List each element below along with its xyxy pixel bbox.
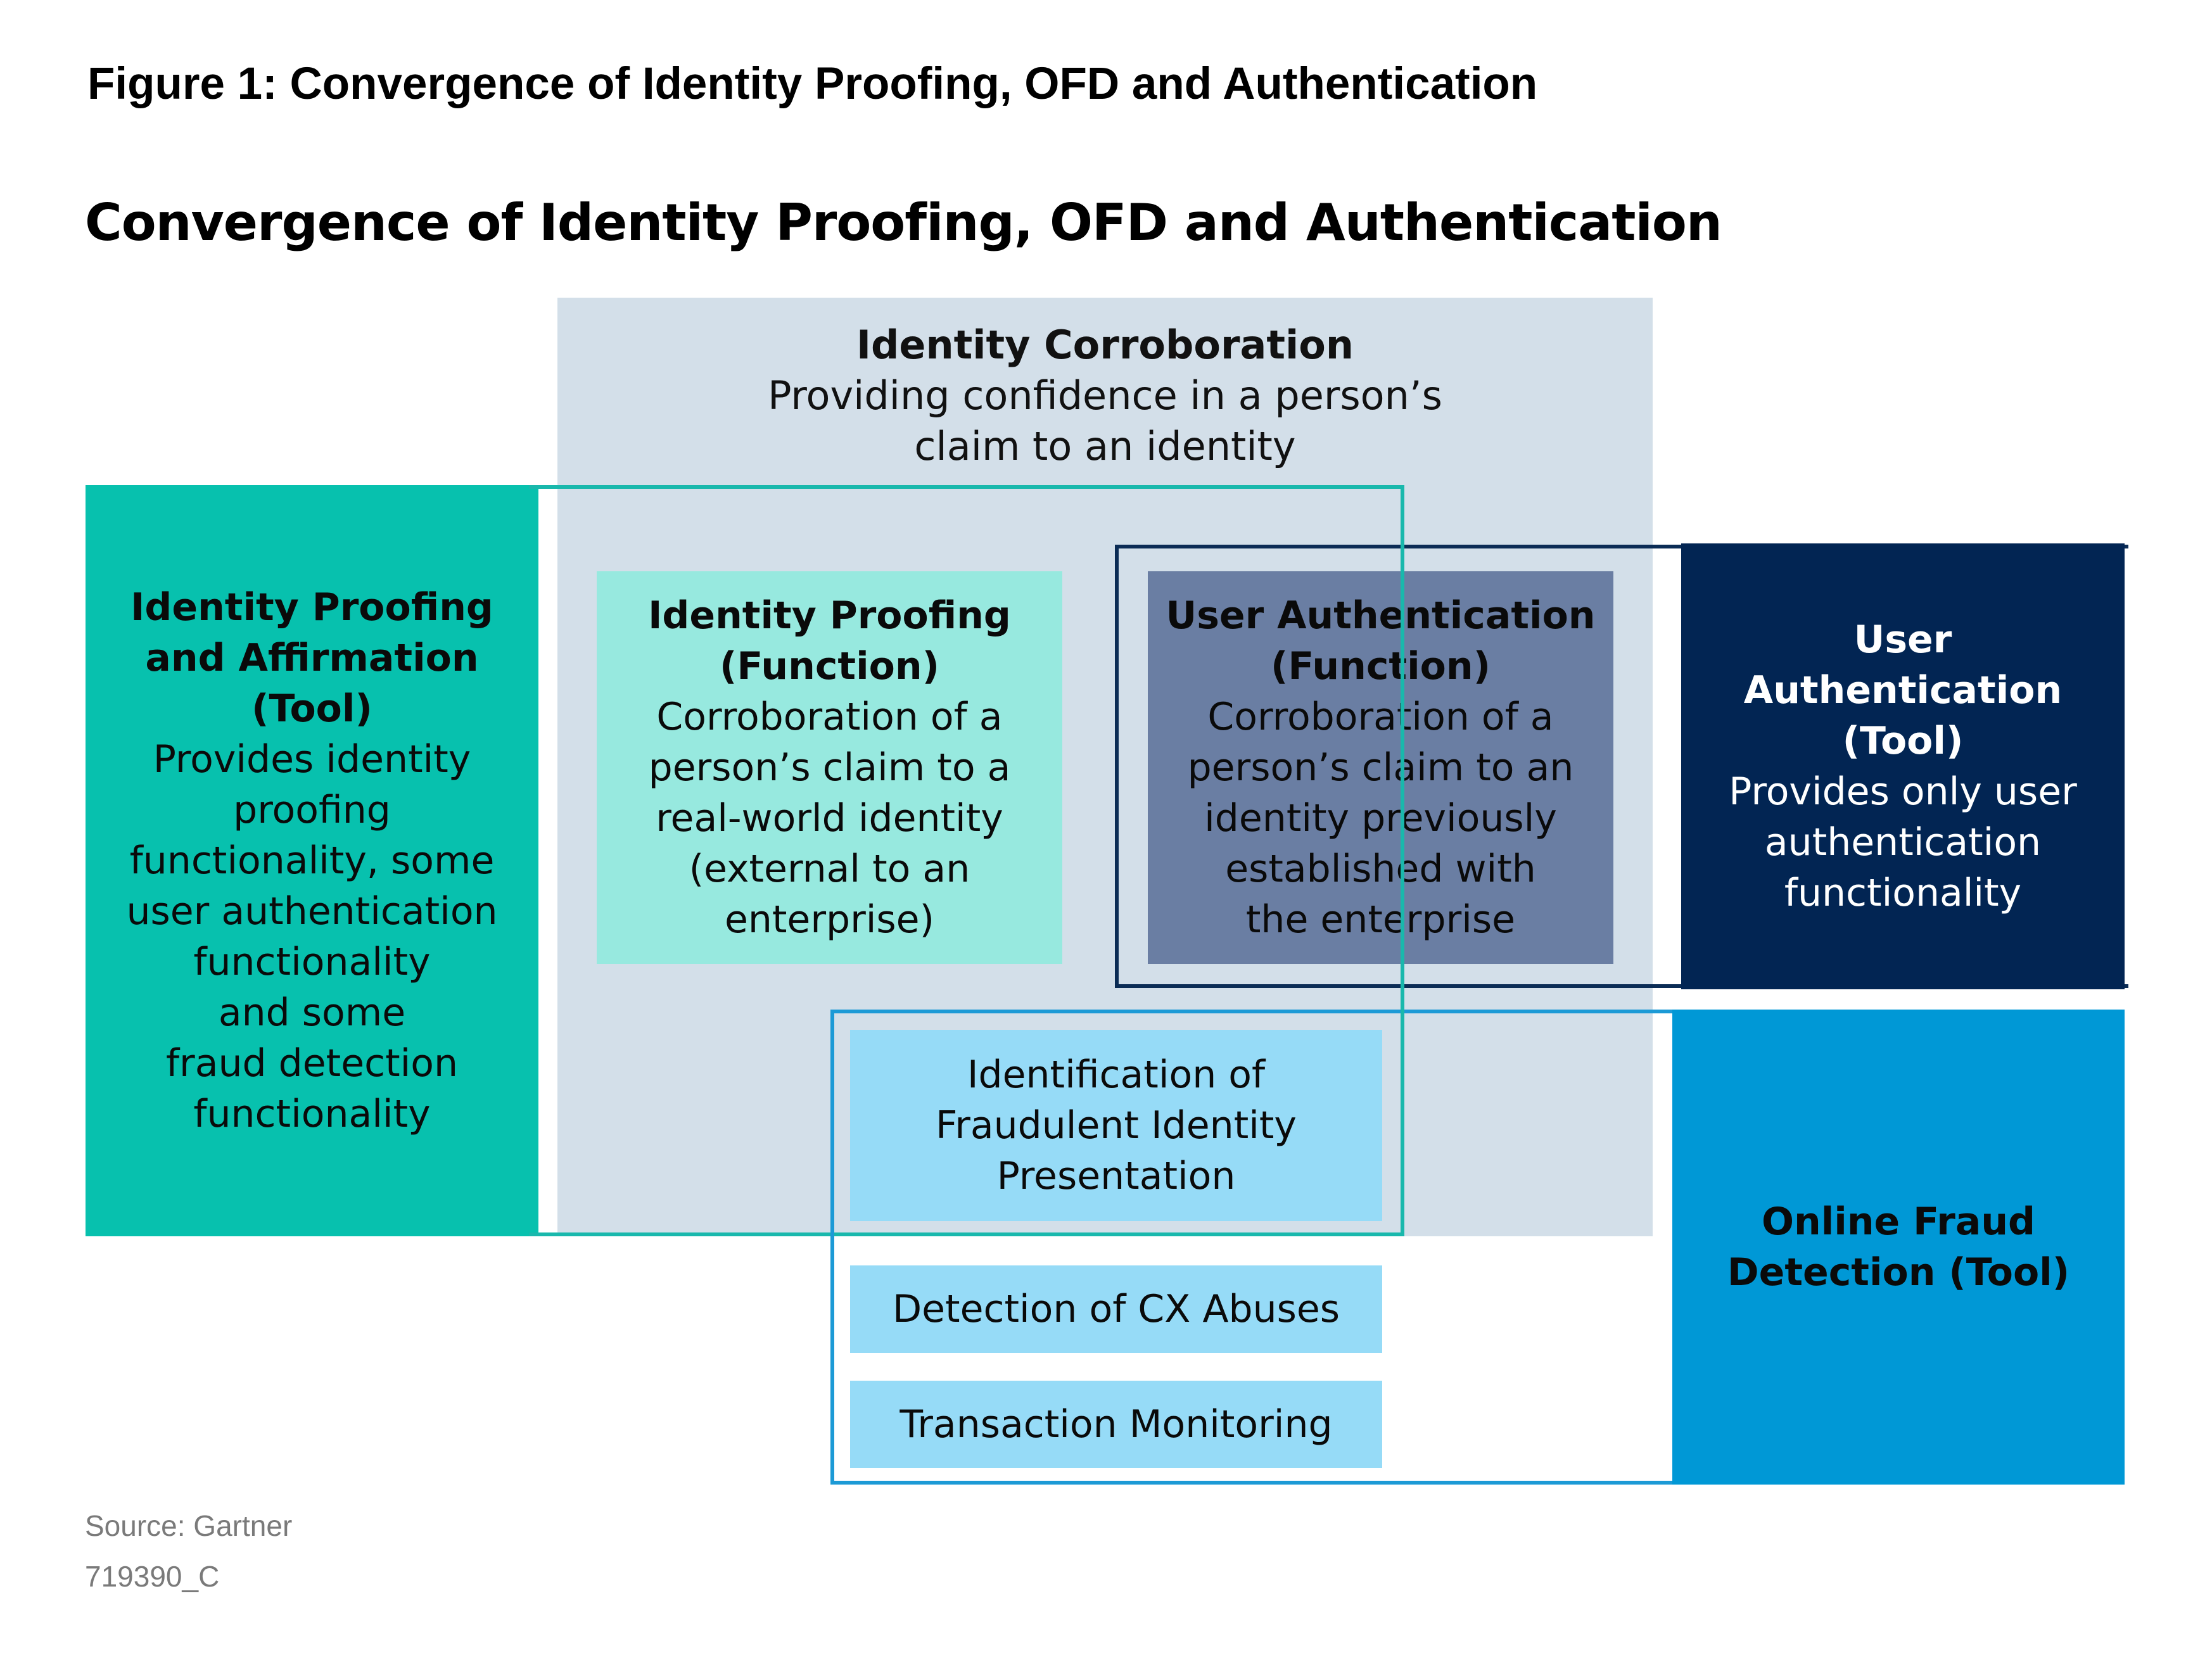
cx-abuses-label: Detection of CX Abuses <box>892 1287 1340 1331</box>
fraudulent-identity-presentation-label: Identification of Fraudulent Identity Pr… <box>936 1053 1297 1198</box>
cx-abuses-box: Detection of CX Abuses <box>850 1265 1382 1353</box>
user-authentication-tool-outline <box>1115 545 2128 988</box>
transaction-monitoring-label: Transaction Monitoring <box>899 1402 1333 1447</box>
identity-proofing-function-description: Corroboration of a person’s claim to a r… <box>648 695 1011 942</box>
figure-caption: Figure 1: Convergence of Identity Proofi… <box>87 59 1538 109</box>
figure-id: 719390_C <box>85 1560 220 1593</box>
fraudulent-identity-presentation-box: Identification of Fraudulent Identity Pr… <box>850 1030 1382 1221</box>
user-authentication-tool-title: User Authentication (Tool) <box>1743 618 2063 763</box>
source-note: Source: Gartner <box>85 1509 293 1542</box>
user-authentication-function-box: User Authentication (Function) Corrobora… <box>1148 571 1613 964</box>
online-fraud-detection-tool-title: Online Fraud Detection (Tool) <box>1727 1200 2070 1295</box>
identity-proofing-tool-block: Identity Proofing and Affirmation (Tool)… <box>86 485 538 1236</box>
identity-proofing-function-box: Identity Proofing (Function) Corroborati… <box>597 571 1062 964</box>
identity-proofing-function-title: Identity Proofing (Function) <box>648 593 1011 688</box>
user-authentication-function-description: Corroboration of a person’s claim to an … <box>1187 695 1574 942</box>
identity-proofing-tool-title: Identity Proofing and Affirmation (Tool) <box>130 585 493 731</box>
identity-corroboration-description: Providing confidence in a person’s claim… <box>768 372 1442 469</box>
transaction-monitoring-box: Transaction Monitoring <box>850 1381 1382 1468</box>
online-fraud-detection-outline <box>830 1010 1705 1485</box>
identity-corroboration-heading: Identity Corroboration Providing confide… <box>557 314 1653 478</box>
identity-proofing-tool-description: Provides identity proofing functionality… <box>126 737 498 1136</box>
online-fraud-detection-tool-block: Online Fraud Detection (Tool) <box>1672 1010 2125 1485</box>
identity-corroboration-title: Identity Corroboration <box>856 322 1354 368</box>
diagram-title: Convergence of Identity Proofing, OFD an… <box>85 193 1722 252</box>
user-authentication-tool-description: Provides only user authentication functi… <box>1729 770 2077 915</box>
identity-proofing-outline-right-edge <box>1401 485 1404 1236</box>
user-authentication-function-title: User Authentication (Function) <box>1166 593 1596 688</box>
user-authentication-tool-block: User Authentication (Tool) Provides only… <box>1681 543 2125 989</box>
